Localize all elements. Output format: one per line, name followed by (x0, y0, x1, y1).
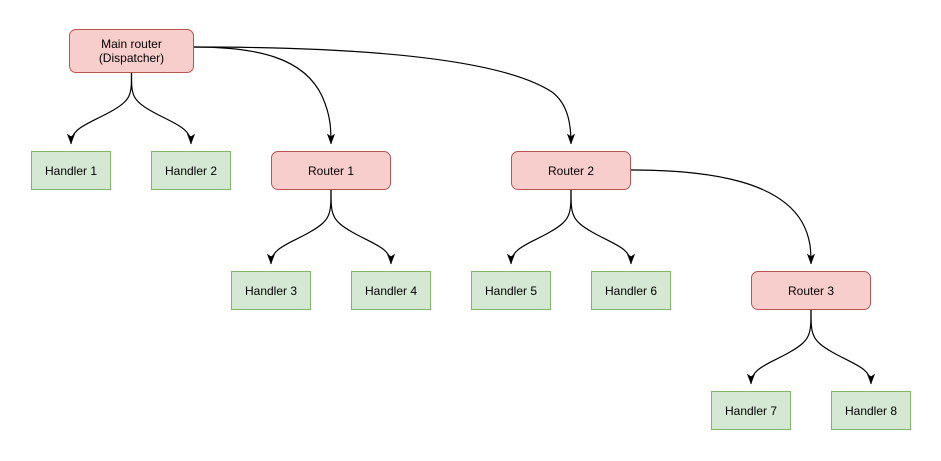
node-main-router-label: Main router (Dispatcher) (98, 37, 165, 65)
node-router-2-label: Router 2 (547, 163, 595, 178)
node-handler-3[interactable]: Handler 3 (231, 271, 311, 310)
edge-router-2-to-handler-5 (506, 189, 572, 265)
node-router-3[interactable]: Router 3 (751, 271, 871, 310)
edge-main-to-handler-2 (130, 72, 196, 145)
node-handler-1-label: Handler 1 (44, 163, 98, 178)
node-handler-1[interactable]: Handler 1 (31, 151, 111, 190)
edge-main-to-router-2 (193, 46, 576, 145)
edge-router-2-to-router-3 (630, 169, 816, 265)
node-handler-4[interactable]: Handler 4 (351, 271, 431, 310)
node-handler-8[interactable]: Handler 8 (831, 391, 911, 430)
edge-main-to-handler-1 (66, 72, 133, 145)
edge-router-1-to-handler-4 (330, 189, 396, 265)
node-handler-8-label: Handler 8 (844, 403, 898, 418)
node-handler-5[interactable]: Handler 5 (471, 271, 551, 310)
node-main-router[interactable]: Main router (Dispatcher) (69, 29, 194, 73)
node-handler-2-label: Handler 2 (164, 163, 218, 178)
node-handler-7[interactable]: Handler 7 (711, 391, 791, 430)
node-handler-4-label: Handler 4 (364, 283, 418, 298)
node-router-1-label: Router 1 (307, 163, 355, 178)
edge-router-2-to-handler-6 (570, 189, 636, 265)
node-router-3-label: Router 3 (787, 283, 835, 298)
edge-main-to-router-1 (193, 46, 336, 145)
edge-router-3-to-handler-8 (810, 309, 876, 385)
node-handler-7-label: Handler 7 (724, 403, 778, 418)
node-handler-5-label: Handler 5 (484, 283, 538, 298)
edge-router-1-to-handler-3 (266, 189, 332, 265)
node-handler-6[interactable]: Handler 6 (591, 271, 671, 310)
node-handler-3-label: Handler 3 (244, 283, 298, 298)
node-handler-6-label: Handler 6 (604, 283, 658, 298)
node-router-1[interactable]: Router 1 (271, 151, 391, 190)
edge-router-3-to-handler-7 (746, 309, 812, 385)
node-handler-2[interactable]: Handler 2 (151, 151, 231, 190)
node-router-2[interactable]: Router 2 (511, 151, 631, 190)
